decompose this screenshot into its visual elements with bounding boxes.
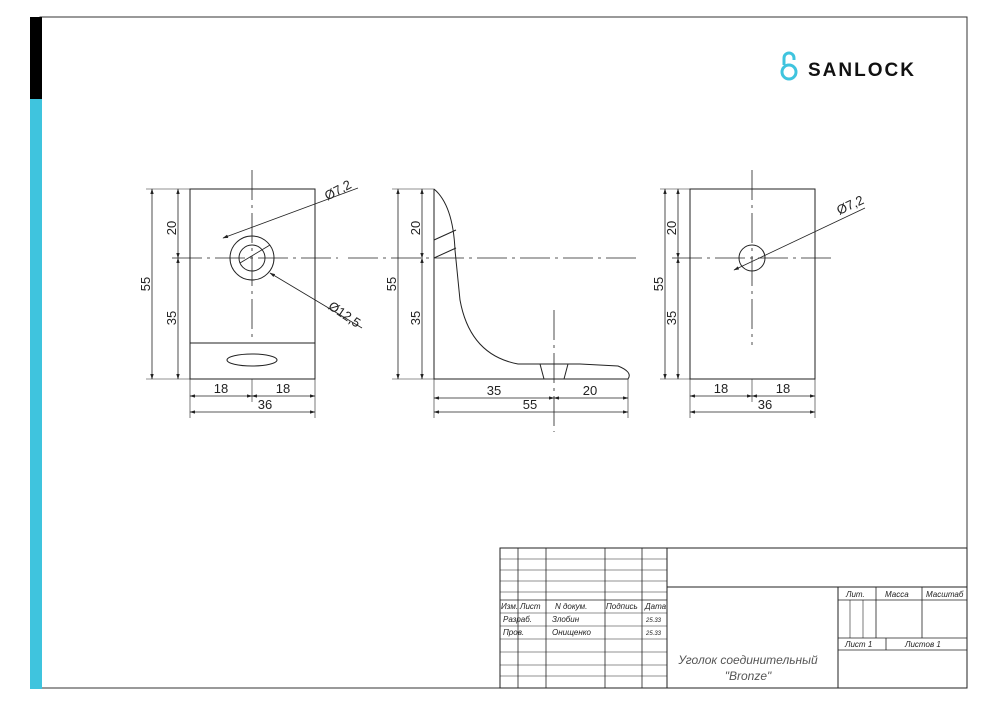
back-dim-hole-dia: Ø7,2	[834, 192, 866, 218]
sanlock-logo: SANLOCK	[780, 51, 916, 81]
front-dim-counterbore-dia: Ø12,5	[326, 298, 364, 330]
tb-row-name: Злобин	[552, 615, 580, 624]
side-rib-2	[433, 247, 457, 259]
tb-sheet-label: Лист 1	[844, 640, 872, 649]
side-dim-base-left: 35	[487, 383, 501, 398]
side-rib-3	[539, 363, 545, 380]
back-dim-left-width: 18	[714, 381, 728, 396]
side-dim-bottom-height: 35	[408, 311, 423, 325]
lock-icon	[780, 51, 798, 81]
tb-header-change: Изм.	[501, 602, 518, 611]
front-dim-left-width: 18	[214, 381, 228, 396]
side-profile	[433, 188, 630, 380]
front-dim-hole-dia: Ø7,2	[322, 177, 354, 203]
tb-row-role: Пров.	[503, 628, 524, 637]
side-rib-4	[563, 363, 569, 380]
front-dim-total-width: 36	[258, 397, 272, 412]
tb-row-name: Онищенко	[552, 628, 592, 637]
tb-header-doc-no: N докум.	[555, 602, 587, 611]
tb-header-sheet: Лист	[519, 602, 541, 611]
back-dim-total-height: 55	[651, 277, 666, 291]
front-dim-top-height: 20	[164, 221, 179, 235]
tb-mass-label: Масса	[885, 590, 909, 599]
back-outline	[689, 188, 816, 380]
tb-header-date: Дата	[644, 602, 667, 611]
brand-name: SANLOCK	[808, 60, 916, 81]
front-outline	[189, 188, 316, 380]
tb-lit-label: Лит.	[845, 590, 865, 599]
tb-row-role: Разраб.	[503, 615, 532, 624]
tb-scale-label: Масштаб	[926, 590, 964, 599]
tb-sheets-label: Листов 1	[904, 640, 941, 649]
back-dim-total-width: 36	[758, 397, 772, 412]
tb-row-date: 25.33	[645, 618, 662, 624]
cyan-side-bar	[30, 99, 42, 689]
black-side-bar	[30, 17, 42, 99]
tb-header-signature: Подпись	[606, 602, 638, 611]
side-dim-total-height: 55	[384, 277, 399, 291]
tb-row-date: 25.33	[645, 631, 662, 637]
tb-part-name-line1: Уголок соединительный	[677, 653, 818, 667]
side-dim-top-height: 20	[408, 221, 423, 235]
front-view	[146, 170, 363, 418]
back-view	[660, 170, 866, 418]
front-dim-right-width: 18	[276, 381, 290, 396]
front-dim-bottom-height: 35	[164, 311, 179, 325]
tb-part-name-line2: "Bronze"	[725, 669, 772, 683]
title-block	[499, 547, 968, 689]
back-dim-bottom-height: 35	[664, 311, 679, 325]
front-slot	[226, 353, 278, 367]
side-dim-base-right: 20	[583, 383, 597, 398]
back-dim-right-width: 18	[776, 381, 790, 396]
front-dim-total-height: 55	[138, 277, 153, 291]
back-dim-top-height: 20	[664, 221, 679, 235]
side-rib-1	[433, 229, 457, 241]
side-view	[348, 188, 640, 432]
side-dim-base-total: 55	[523, 397, 537, 412]
